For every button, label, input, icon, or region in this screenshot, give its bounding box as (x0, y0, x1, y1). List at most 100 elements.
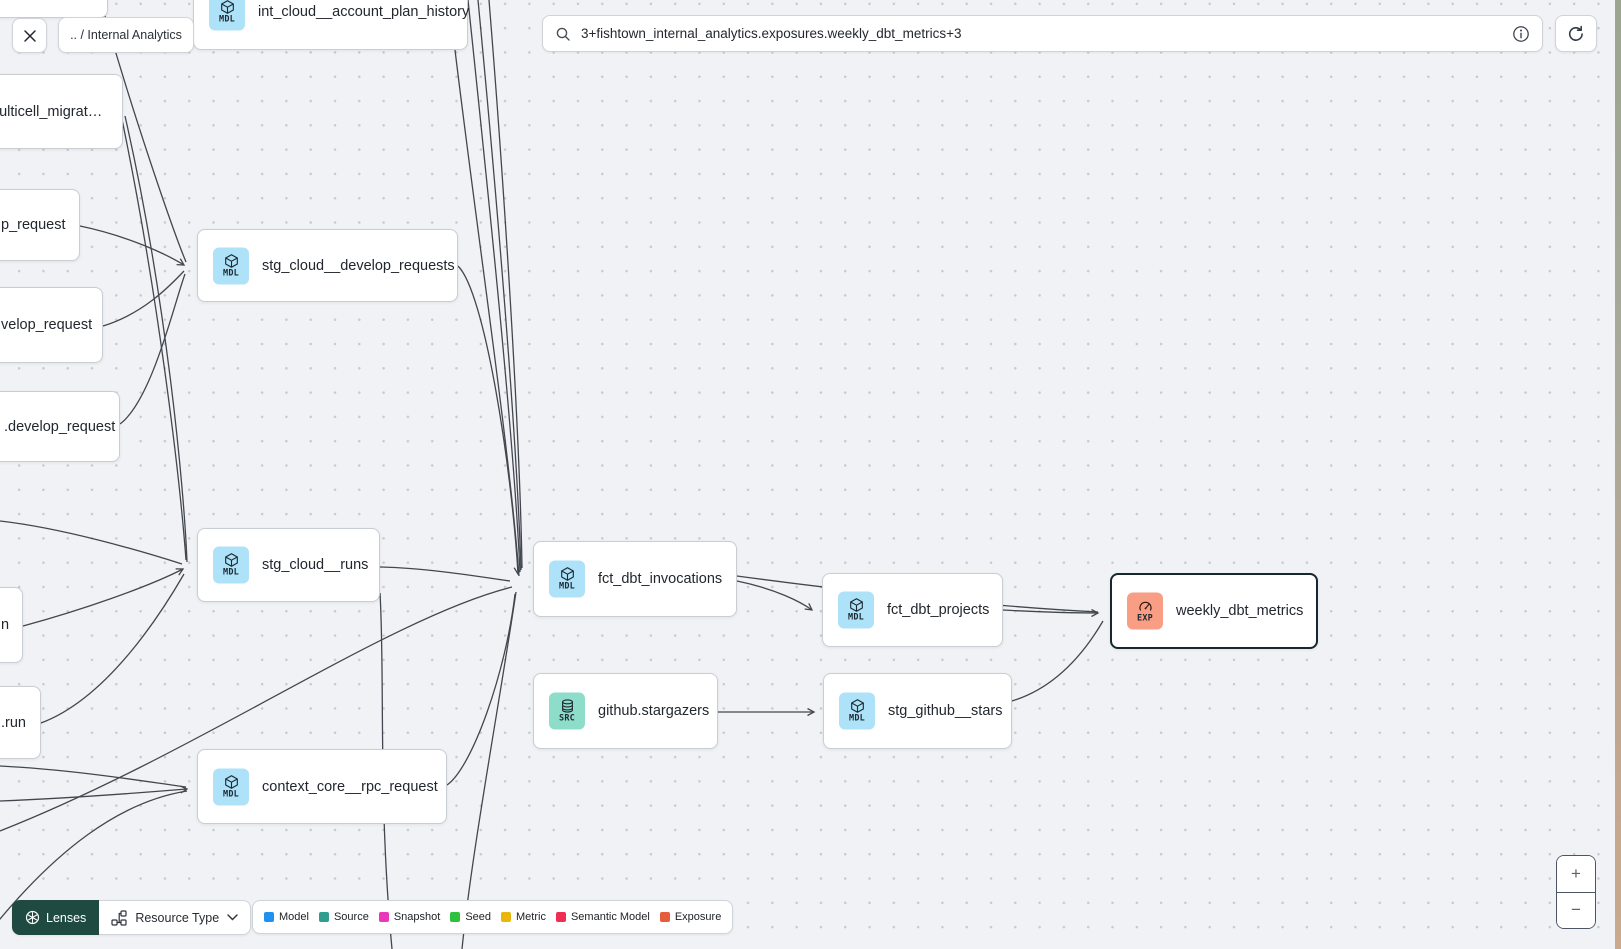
lenses-toolbar: Lenses Resource Type (12, 900, 252, 935)
graph-node-velop-request[interactable]: MDLvelop_request (0, 287, 103, 363)
node-badge-label: SRC (559, 713, 575, 724)
lenses-icon (25, 910, 40, 925)
node-label: fct_dbt_invocations (598, 571, 723, 587)
node-badge-label: MDL (223, 567, 239, 578)
node-label: fct_dbt_projects (887, 602, 990, 618)
legend-label: Source (333, 911, 369, 923)
cube-icon (560, 567, 574, 582)
zoom-out-button[interactable]: − (1557, 892, 1595, 928)
zoom-controls: + − (1556, 855, 1596, 929)
node-badge-label: MDL (223, 789, 239, 800)
graph-node-cut-run[interactable]: MDL.run (0, 686, 41, 759)
cube-icon (224, 253, 238, 268)
legend-label: Snapshot (393, 911, 441, 923)
node-label: stg_github__stars (888, 703, 1003, 719)
legend-swatch (378, 912, 389, 922)
legend-item-seed: Seed (450, 911, 491, 923)
database-icon (561, 699, 573, 713)
node-badge-label: MDL (848, 612, 864, 623)
graph-node-stg-github-stars[interactable]: MDL stg_github__stars (823, 673, 1012, 749)
desktop-edge-strip (1615, 0, 1621, 949)
node-type-badge: MDL (549, 560, 585, 598)
node-label: github.stargazers (598, 703, 710, 719)
node-label: multicell_migrat… (0, 103, 103, 120)
lineage-edge (379, 592, 393, 949)
lenses-label: Lenses (46, 910, 87, 925)
node-badge-label: EXP (1137, 613, 1153, 624)
close-button[interactable] (12, 18, 47, 53)
cube-icon (849, 598, 863, 613)
legend-item-semantic-model: Semantic Model (555, 911, 650, 923)
lineage-edge (0, 765, 187, 788)
lineage-edge (379, 566, 511, 582)
node-badge-label: MDL (219, 14, 235, 25)
legend-item-exposure: Exposure (659, 911, 722, 923)
resource-type-icon (111, 909, 127, 926)
graph-node-int-cloud-account-plan-history[interactable]: MDL int_cloud__account_plan_history (193, 0, 470, 50)
info-icon[interactable] (1512, 25, 1530, 43)
node-badge-label: MDL (849, 713, 865, 724)
search-icon (556, 27, 570, 41)
graph-node-context-core-rpc-request[interactable]: MDL context_core__rpc_request (197, 749, 447, 824)
cube-icon (850, 699, 864, 714)
resource-type-dropdown[interactable]: Resource Type (99, 900, 252, 935)
legend-swatch (318, 912, 329, 922)
legend-item-source: Source (318, 911, 369, 923)
lineage-edge (477, 0, 522, 571)
lineage-edge (102, 270, 185, 327)
graph-node-snapshot-daily[interactable]: MDLsnapshot_daily (0, 0, 108, 18)
legend-swatch (659, 912, 670, 922)
breadcrumb-label: .. / Internal Analytics (70, 28, 182, 42)
node-type-badge: MDL (838, 591, 874, 629)
zoom-in-button[interactable]: + (1557, 856, 1595, 893)
node-type-badge: MDL (213, 768, 249, 805)
node-label: stg_cloud__develop_requests (262, 257, 455, 274)
node-label: p_request (1, 217, 66, 233)
graph-node-stg-cloud-runs[interactable]: MDL stg_cloud__runs (197, 528, 380, 602)
node-type-badge: MDL (839, 692, 875, 730)
node-type-badge: EXP (1127, 592, 1163, 630)
graph-node-fct-dbt-invocations[interactable]: MDL fct_dbt_invocations (533, 541, 737, 617)
close-icon (23, 29, 36, 42)
graph-node-weekly-dbt-metrics[interactable]: EXP weekly_dbt_metrics (1110, 573, 1318, 649)
cube-icon (224, 774, 238, 789)
lenses-button[interactable]: Lenses (12, 900, 100, 935)
node-label: weekly_dbt_metrics (1176, 603, 1304, 619)
node-type-badge: MDL (209, 0, 245, 31)
legend-item-model: Model (264, 911, 309, 923)
lineage-edge (0, 789, 187, 802)
node-label: context_core__rpc_request (262, 778, 438, 795)
legend-label: Exposure (674, 911, 722, 923)
search-input[interactable] (579, 25, 1504, 42)
lineage-edge (467, 0, 521, 573)
lineage-edge (1011, 620, 1104, 702)
node-label: stg_cloud__runs (262, 557, 369, 573)
chevron-down-icon (227, 914, 238, 921)
node-label: .develop_request (4, 418, 116, 435)
lineage-edge (0, 586, 513, 832)
legend-label: Seed (465, 911, 492, 923)
lineage-edge (79, 225, 184, 265)
graph-node-develop-request[interactable]: MDL.develop_request (0, 391, 120, 462)
node-label: int_cloud__account_plan_history (258, 4, 470, 20)
graph-node-fct-dbt-projects[interactable]: MDL fct_dbt_projects (822, 573, 1003, 647)
lineage-edge (124, 115, 188, 563)
legend-swatch (450, 912, 461, 922)
node-type-badge: MDL (213, 247, 249, 284)
breadcrumb[interactable]: .. / Internal Analytics (58, 17, 194, 53)
gauge-icon (1138, 601, 1152, 611)
lineage-edge (119, 109, 187, 561)
graph-node-multicell-migrat[interactable]: MDLmulticell_migrat… (0, 74, 123, 149)
refresh-icon (1568, 25, 1583, 41)
graph-node-cut-n[interactable]: MDLn (0, 587, 23, 663)
graph-node-p-request[interactable]: MDLp_request (0, 189, 80, 261)
lineage-edge (446, 593, 516, 786)
lineage-edge (0, 790, 188, 921)
graph-node-github-stargazers[interactable]: SRC github.stargazers (533, 673, 718, 749)
graph-node-stg-cloud-develop-requests[interactable]: MDL stg_cloud__develop_requests (197, 229, 458, 302)
lineage-search-bar (542, 15, 1543, 52)
refresh-button[interactable] (1555, 15, 1597, 52)
legend-label: Semantic Model (570, 911, 650, 923)
